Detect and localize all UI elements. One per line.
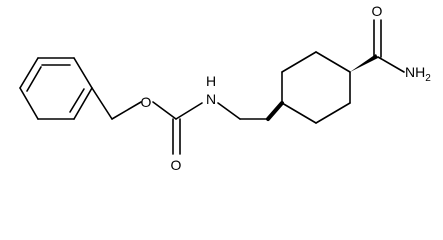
- amide-subscript-2: 2: [425, 73, 431, 84]
- amide-nh2-label: NH2: [405, 64, 431, 84]
- cyclohexane-ring: [281, 51, 351, 124]
- carbamate-ester-oxygen-label: O: [141, 94, 152, 110]
- stereo-bond-right: [350, 54, 378, 72]
- carbamate-group: [152, 101, 203, 155]
- amine-nitrogen-label: N: [206, 91, 216, 107]
- benzene-ring: [19, 57, 93, 120]
- chemical-structure: O O H N O NH2: [19, 3, 431, 173]
- carbonyl-oxygen-label: O: [171, 157, 182, 173]
- amide-nh-text: NH: [405, 64, 425, 80]
- benzyl-linker: [91, 87, 142, 120]
- amide-oxygen-label: O: [372, 3, 383, 19]
- amine-hydrogen-label: H: [206, 73, 216, 89]
- stereo-bond-left: [266, 101, 284, 121]
- aminomethyl-linker: [217, 102, 269, 120]
- amide-group: [373, 19, 405, 73]
